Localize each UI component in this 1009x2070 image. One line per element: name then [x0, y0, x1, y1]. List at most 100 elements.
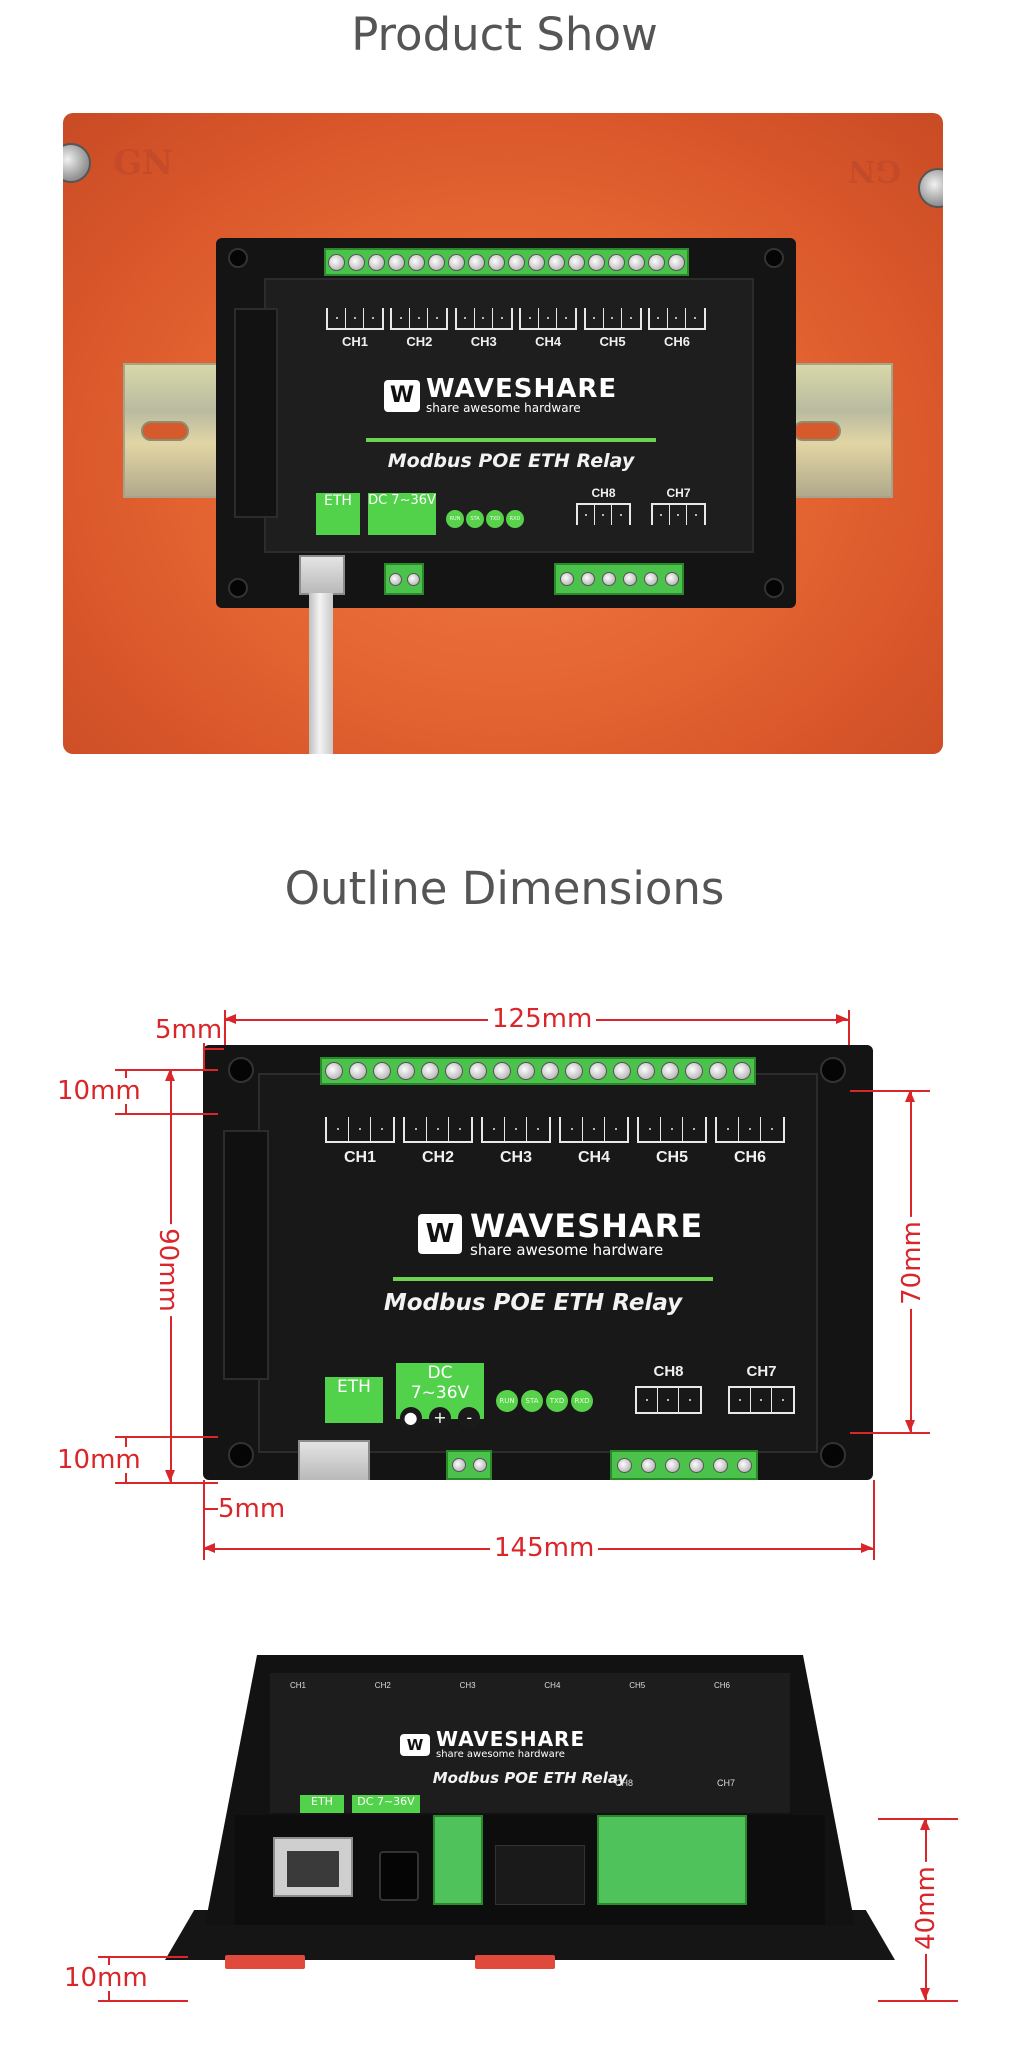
led-run: RUN [446, 510, 464, 528]
led-sta: STA [466, 510, 484, 528]
rs485-terminal-block [610, 1450, 758, 1480]
relay-ch2: CH2 [390, 308, 449, 349]
relay-ch5: CH5 [583, 308, 642, 349]
eth-label-box: ETH [300, 1795, 344, 1813]
product-show-title: Product Show [351, 8, 658, 61]
outline-dimensions-title: Outline Dimensions [284, 862, 725, 915]
dim-ext-line [203, 1480, 205, 1560]
product-name: Modbus POE ETH Relay [387, 450, 635, 472]
waveshare-logo: W WAVESHARE share awesome hardware [400, 1729, 585, 1760]
led-run: RUN [496, 1390, 518, 1412]
dim-ext-line [850, 1432, 930, 1434]
relay-ch3: CH3 [481, 1117, 551, 1167]
green-arrow-bar [393, 1277, 713, 1281]
din-rail-slot [141, 421, 189, 441]
ethernet-port-opening [287, 1851, 339, 1887]
wall-screw-icon [63, 143, 91, 183]
dc-jack [379, 1851, 419, 1901]
dim-top-offset: 5mm [155, 1015, 223, 1045]
wall-stamp-left: GN [113, 143, 174, 183]
front-view-module: CH1 CH2 CH3 CH4 CH5 CH6 W WAVESHARE shar… [203, 1045, 873, 1480]
dim-total-width: 145mm [490, 1535, 599, 1561]
mount-hole [228, 1442, 254, 1468]
module-side-slot [234, 308, 278, 518]
mount-hole [820, 1442, 846, 1468]
relay-channel-row-top: CH1 CH2 CH3 CH4 CH5 CH6 [325, 1117, 785, 1167]
relay-ch6: CH6 [647, 308, 706, 349]
relay-ch7: CH7 [728, 1363, 795, 1414]
wall-stamp-right: GN [848, 153, 902, 188]
dim-ext-line [115, 1482, 218, 1484]
waveshare-logo: W WAVESHARE share awesome hardware [418, 1210, 703, 1259]
rs485-terminal-block [597, 1815, 747, 1905]
power-terminal-block [446, 1450, 492, 1480]
relay-ch7: CH7 [651, 486, 706, 525]
mount-hole [228, 1057, 254, 1083]
perspective-view: W WAVESHARE share awesome hardware Modbu… [165, 1655, 895, 2005]
mount-hole [228, 578, 248, 598]
ethernet-port [298, 1440, 370, 1480]
relay-module: CH1 CH2 CH3 CH4 CH5 CH6 W WAVESHARE shar… [216, 238, 796, 608]
relay-ch2: CH2 [403, 1117, 473, 1167]
dim-ext-line [878, 1818, 958, 1820]
power-terminal-block [384, 563, 424, 595]
dim-bottom-offset: 5mm [218, 1494, 286, 1524]
dim-ext-line [873, 1480, 875, 1560]
power-jack-icon: ● [399, 1407, 422, 1429]
top-terminal-block [324, 248, 689, 276]
mount-hole [820, 1057, 846, 1083]
dim-ext-line [878, 2000, 958, 2002]
green-arrow-bar [366, 438, 656, 442]
dim-ext-line [848, 1010, 850, 1045]
waveshare-mark-icon: W [400, 1733, 430, 1756]
relay-ch3: CH3 [454, 308, 513, 349]
relay-ch4: CH4 [519, 308, 578, 349]
plus-terminal: + [428, 1407, 451, 1429]
dim-depth: 40mm [911, 1862, 941, 1954]
rs485-terminal-block [554, 563, 684, 595]
waveshare-mark-icon: W [384, 379, 420, 412]
dim-ext-line [98, 1956, 188, 1958]
minus-terminal: - [458, 1407, 481, 1429]
waveshare-logo: W WAVESHARE share awesome hardware [384, 376, 617, 415]
dim-inner-height: 70mm [897, 1217, 927, 1309]
usb-area [495, 1845, 585, 1905]
dim-top-margin: 10mm [57, 1076, 141, 1106]
led-txd: TXD [486, 510, 504, 528]
wall-screw-icon [918, 168, 943, 208]
ethernet-cable [309, 593, 333, 754]
relay-ch6: CH6 [715, 1117, 785, 1167]
led-rxd: RXD [506, 510, 524, 528]
relay-channel-row-top: CH1 CH2 CH3 CH4 CH5 CH6 [326, 308, 706, 349]
power-label-box: DC 7~36V [368, 493, 436, 535]
power-label-box: DC 7~36V ● + - [396, 1363, 484, 1429]
product-name: Modbus POE ETH Relay [432, 1769, 628, 1787]
led-txd: TXD [546, 1390, 568, 1412]
dim-ext-line [850, 1090, 930, 1092]
relay-ch5: CH5 [637, 1117, 707, 1167]
dim-bottom-margin: 10mm [57, 1445, 141, 1475]
dim-ext-line [115, 1436, 218, 1438]
product-photo: GN GN CH1 CH2 CH3 CH4 CH5 CH6 W WAVESHAR… [63, 113, 943, 754]
dim-ext-line [203, 1040, 205, 1070]
product-name: Modbus POE ETH Relay [383, 1290, 683, 1316]
front-view-side-slot [223, 1130, 269, 1380]
perspective-panel: W WAVESHARE share awesome hardware Modbu… [270, 1673, 790, 1813]
dim-ext-line [115, 1113, 218, 1115]
eth-label-box: ETH [316, 493, 360, 535]
din-clip [475, 1955, 555, 1969]
relay-channel-row-bottom: CH8 CH7 [635, 1363, 795, 1414]
ethernet-plug [299, 555, 345, 595]
dim-top-width: 125mm [488, 1006, 597, 1032]
led-rxd: RXD [571, 1390, 593, 1412]
relay-ch1: CH1 [325, 1117, 395, 1167]
relay-ch4: CH4 [559, 1117, 629, 1167]
relay-ch8: CH8 [576, 486, 631, 525]
dim-base-height: 10mm [64, 1963, 148, 1993]
din-rail-slot [793, 421, 841, 441]
relay-ch8: CH8 [635, 1363, 702, 1414]
led-sta: STA [521, 1390, 543, 1412]
power-label-box: DC 7~36V [352, 1795, 420, 1813]
